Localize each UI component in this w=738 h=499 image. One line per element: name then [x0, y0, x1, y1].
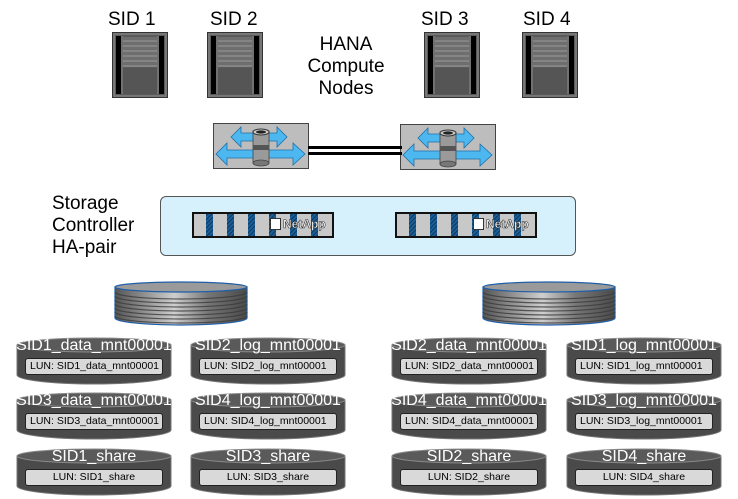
volume-name: SID4_log_mnt00001 [195, 392, 341, 409]
storage-title-line: HA-pair [52, 237, 117, 258]
volume-name: SID3_share [225, 448, 311, 465]
server-icon [207, 32, 263, 98]
volume-name: SID2_log_mnt00001 [195, 337, 341, 354]
volume-name: SID3_log_mnt00001 [571, 392, 717, 409]
server-icon [522, 32, 578, 98]
volume-name: SID3_data_mnt00001 [16, 392, 172, 409]
netapp-brand: NetApp [486, 217, 529, 232]
network-switch-icon [400, 124, 496, 170]
lun-label: LUN: SID1_log_mnt00001 [575, 358, 713, 375]
lun-label: LUN: SID3_log_mnt00001 [575, 413, 713, 430]
lun-label: LUN: SID4_data_mnt00001 [400, 413, 538, 430]
volume-name: SID2_share [426, 448, 512, 465]
volume-name: SID2_data_mnt00001 [391, 337, 547, 354]
aggregate-disk-icon [113, 280, 249, 326]
lun-label: LUN: SID4_log_mnt00001 [199, 413, 337, 430]
compute-title-line: HANA [319, 34, 373, 55]
network-switch-icon [213, 123, 309, 169]
node-label-sid1: SID 1 [108, 9, 156, 30]
volume-name: SID1_data_mnt00001 [16, 337, 172, 354]
compute-title-line: Compute [307, 56, 385, 77]
lun-label: LUN: SID3_data_mnt00001 [25, 413, 163, 430]
server-icon [424, 32, 480, 98]
node-label-sid4: SID 4 [523, 9, 571, 30]
volume-name: SID4_share [601, 448, 687, 465]
server-icon [112, 32, 168, 98]
lun-label: LUN: SID1_share [25, 469, 163, 486]
volume-name: SID1_share [51, 448, 137, 465]
storage-title-line: Storage [52, 193, 119, 214]
volume-name: SID4_data_mnt00001 [391, 392, 547, 409]
lun-label: LUN: SID2_share [400, 469, 538, 486]
volume-name: SID1_log_mnt00001 [571, 337, 717, 354]
netapp-logo: NetApp [473, 217, 529, 231]
lun-label: LUN: SID3_share [199, 469, 337, 486]
aggregate-disk-icon [481, 280, 617, 326]
storage-controller-1: NetApp [192, 212, 334, 238]
netapp-brand: NetApp [283, 217, 326, 232]
lun-label: LUN: SID1_data_mnt00001 [25, 358, 163, 375]
lun-label: LUN: SID2_log_mnt00001 [199, 358, 337, 375]
compute-title: HANA Compute Nodes [296, 34, 396, 100]
node-label-sid2: SID 2 [210, 9, 258, 30]
storage-title-line: Controller [52, 215, 135, 236]
netapp-logo: NetApp [270, 217, 326, 231]
netapp-logo-icon [270, 218, 281, 230]
lun-label: LUN: SID2_data_mnt00001 [400, 358, 538, 375]
node-label-sid3: SID 3 [421, 9, 469, 30]
storage-controller-2: NetApp [395, 212, 537, 238]
storage-title: Storage Controller HA-pair [52, 193, 134, 259]
lun-label: LUN: SID4_share [575, 469, 713, 486]
netapp-logo-icon [473, 218, 484, 230]
compute-title-line: Nodes [318, 78, 374, 99]
inter-switch-link [308, 146, 402, 155]
